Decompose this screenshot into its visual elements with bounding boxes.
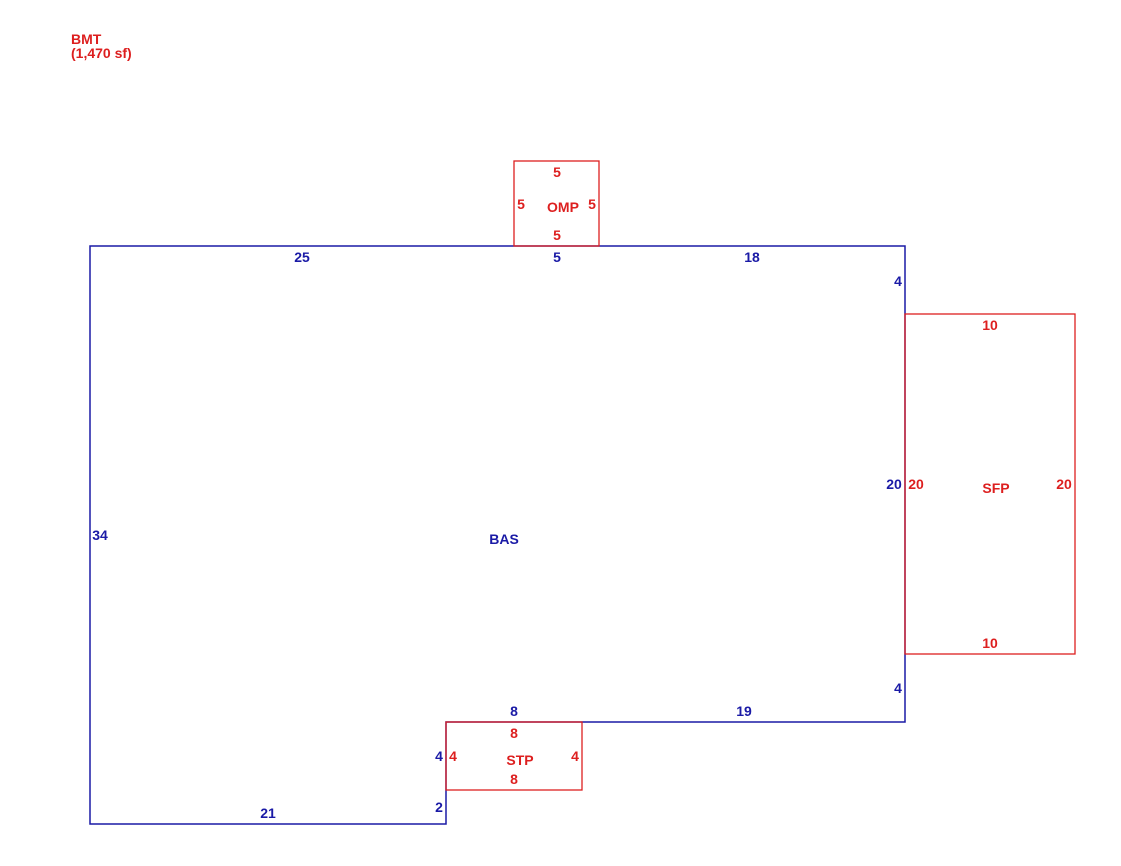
bas-dim-notch-side: 4 <box>435 748 443 764</box>
bas-dim-bottom-right: 19 <box>736 703 752 719</box>
bas-dim-top-mid: 5 <box>553 249 561 265</box>
omp-dim-top: 5 <box>553 164 561 180</box>
sfp-label: SFP <box>982 480 1009 496</box>
bas-dim-top-left: 25 <box>294 249 310 265</box>
bas-dim-bottom-left: 21 <box>260 805 276 821</box>
sfp-dim-top: 10 <box>982 317 998 333</box>
sfp-dim-bottom: 10 <box>982 635 998 651</box>
omp-dim-left: 5 <box>517 196 525 212</box>
stp-dim-right: 4 <box>571 748 579 764</box>
stp-dim-top: 8 <box>510 725 518 741</box>
bas-dim-notch-top: 8 <box>510 703 518 719</box>
bas-dim-left: 34 <box>92 527 108 543</box>
sfp-dim-left: 20 <box>908 476 924 492</box>
floor-name: BMT <box>71 31 102 47</box>
bas-dim-right-mid: 20 <box>886 476 902 492</box>
bas-dim-top-right: 18 <box>744 249 760 265</box>
bas-dim-right-lower: 4 <box>894 680 902 696</box>
stp-dim-left: 4 <box>449 748 457 764</box>
omp-label: OMP <box>547 199 579 215</box>
bas-label: BAS <box>489 531 519 547</box>
stp-label: STP <box>506 752 533 768</box>
omp-dim-right: 5 <box>588 196 596 212</box>
omp-dim-bottom: 5 <box>553 227 561 243</box>
bas-dim-right-upper: 4 <box>894 273 902 289</box>
sketch-header: BMT (1,470 sf) <box>71 32 132 60</box>
sfp-outline <box>904 313 1076 655</box>
stp-dim-bottom: 8 <box>510 771 518 787</box>
stp-outline <box>445 721 583 791</box>
sfp-dim-right: 20 <box>1056 476 1072 492</box>
floor-area: (1,470 sf) <box>71 45 132 61</box>
bas-dim-bottom-small: 2 <box>435 799 443 815</box>
omp-outline <box>513 160 600 247</box>
